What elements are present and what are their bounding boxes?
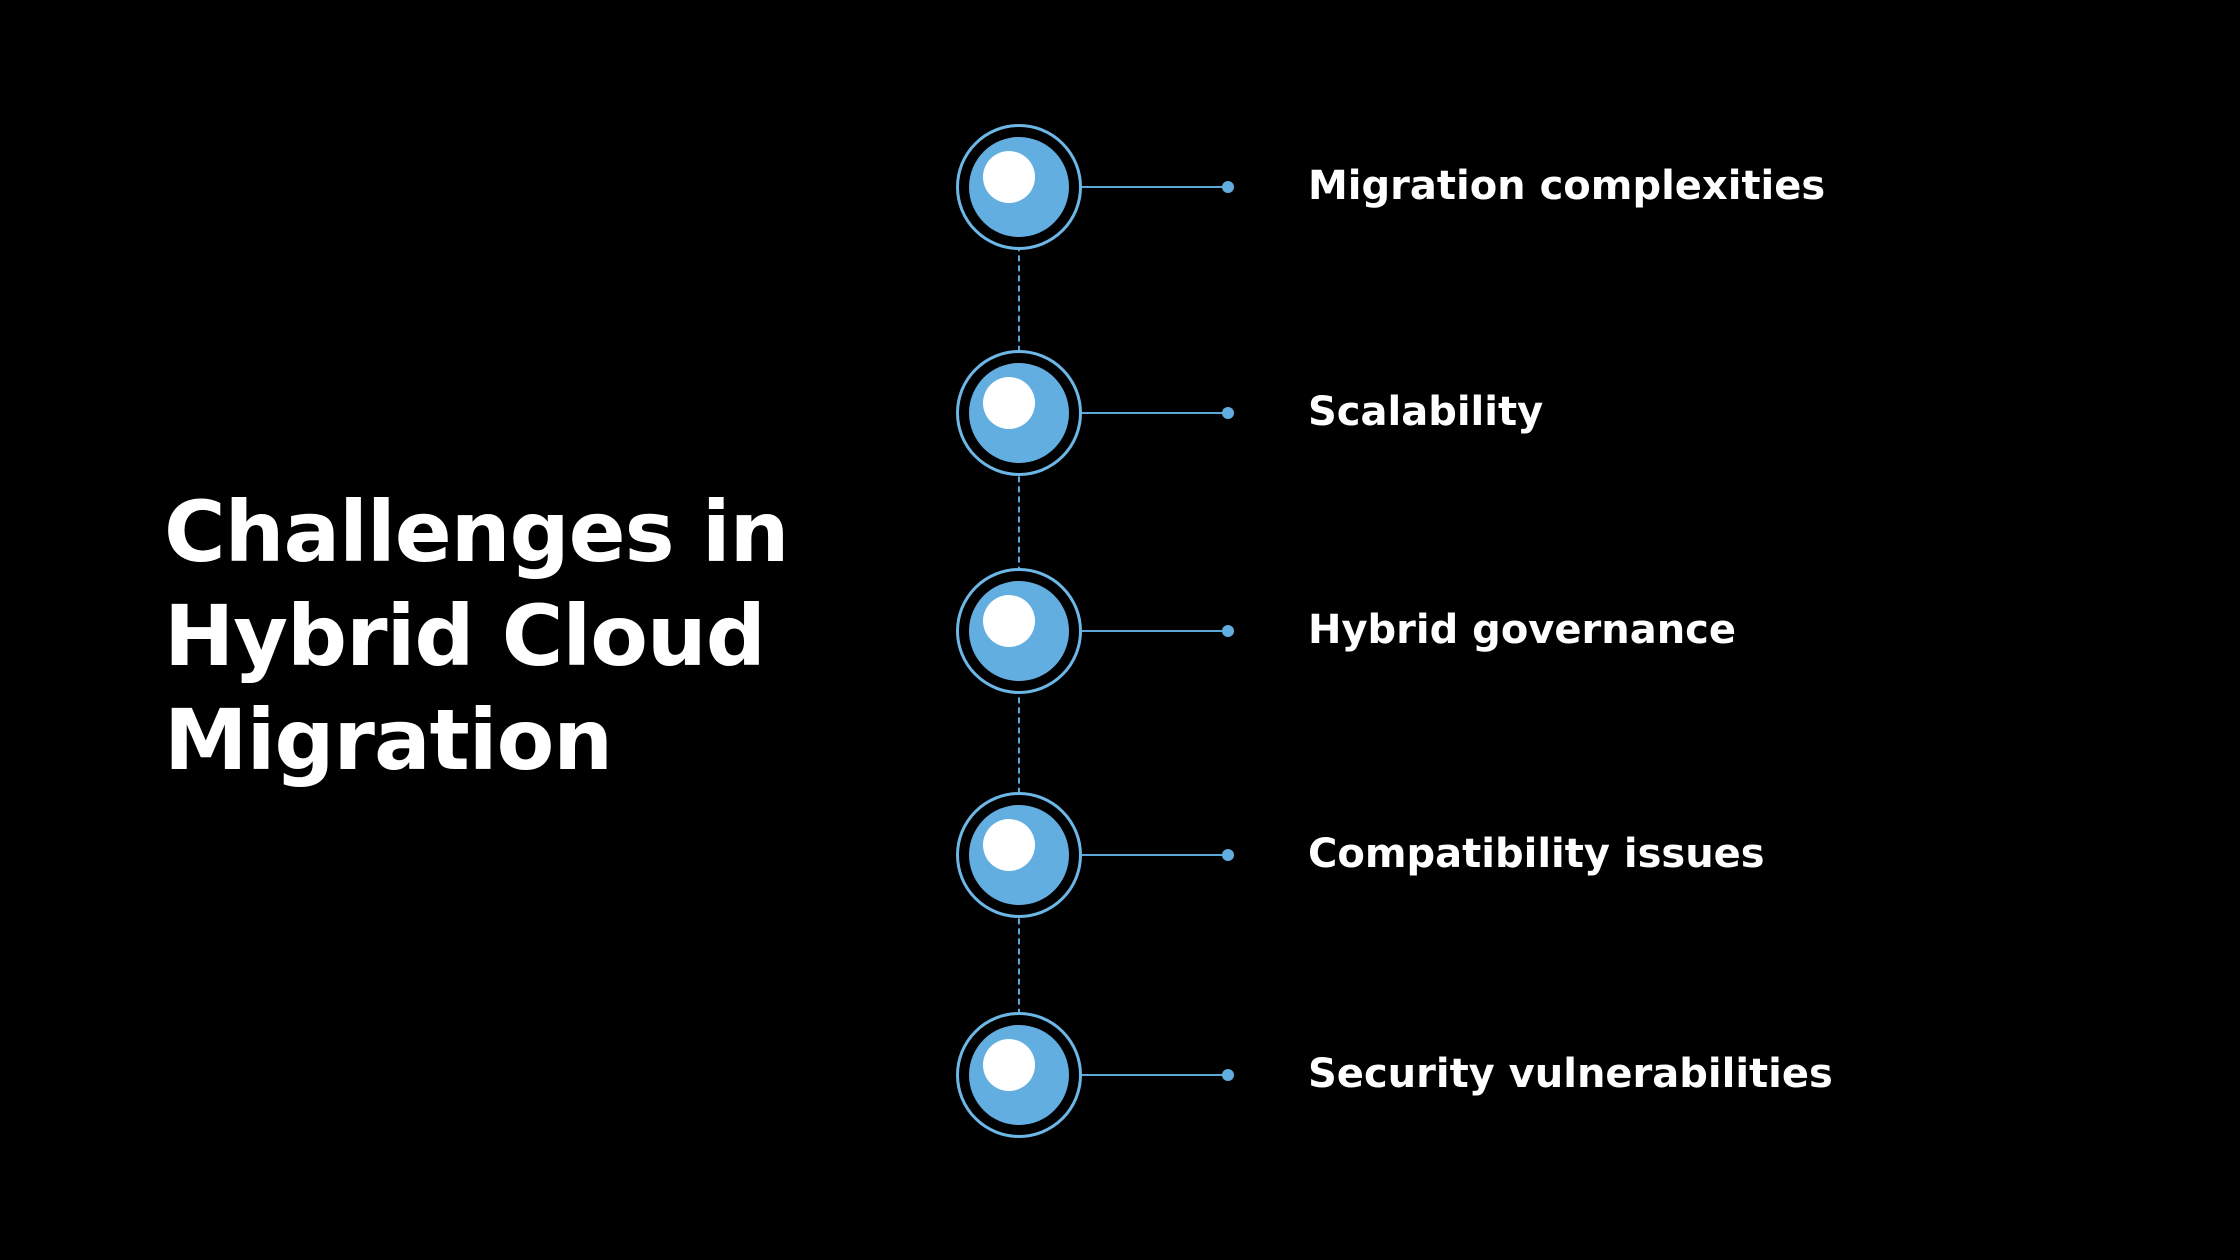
challenge-item-hybrid-governance: Hybrid governance: [956, 568, 2056, 696]
connector-dot-icon: [1222, 849, 1234, 861]
circle-node-icon: [956, 350, 1082, 476]
connector-line: [1082, 630, 1228, 632]
title-line: Hybrid Cloud: [164, 587, 766, 685]
circle-node-icon: [956, 792, 1082, 918]
title-line: Migration: [164, 691, 613, 789]
connector-line: [1082, 1074, 1228, 1076]
node-core: [983, 151, 1035, 203]
circle-node-icon: [956, 568, 1082, 694]
node-core: [983, 1039, 1035, 1091]
connector-dot-icon: [1222, 407, 1234, 419]
connector-dot-icon: [1222, 625, 1234, 637]
node-core: [983, 819, 1035, 871]
slide-title: Challenges in Hybrid Cloud Migration: [164, 480, 804, 792]
connector-dot-icon: [1222, 181, 1234, 193]
challenge-item-compatibility-issues: Compatibility issues: [956, 792, 2056, 920]
challenge-label: Migration complexities: [1308, 163, 1826, 209]
connector-dot-icon: [1222, 1069, 1234, 1081]
challenge-label: Compatibility issues: [1308, 831, 1765, 877]
challenge-item-migration-complexities: Migration complexities: [956, 124, 2056, 252]
circle-node-icon: [956, 1012, 1082, 1138]
challenge-label: Scalability: [1308, 389, 1544, 435]
challenge-item-scalability: Scalability: [956, 350, 2056, 478]
circle-node-icon: [956, 124, 1082, 250]
node-core: [983, 377, 1035, 429]
title-line: Challenges in: [164, 483, 789, 581]
connector-line: [1082, 412, 1228, 414]
connector-line: [1082, 186, 1228, 188]
challenge-item-security-vulnerabilities: Security vulnerabilities: [956, 1012, 2056, 1140]
challenge-label: Hybrid governance: [1308, 607, 1737, 653]
node-core: [983, 595, 1035, 647]
connector-line: [1082, 854, 1228, 856]
challenge-label: Security vulnerabilities: [1308, 1051, 1833, 1097]
